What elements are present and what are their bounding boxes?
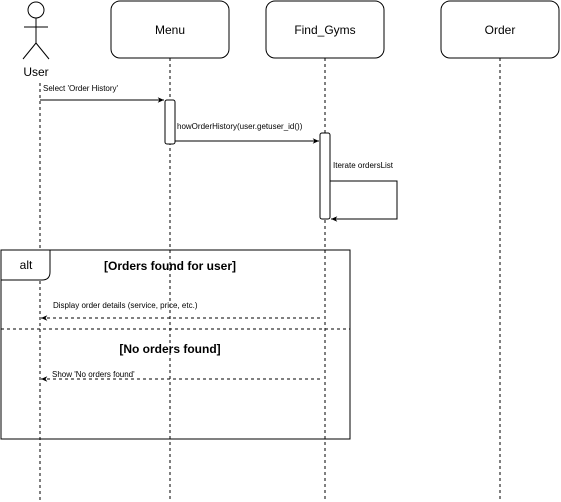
- iterate-orders-label: Iterate ordersList: [333, 161, 394, 170]
- show-order-history-label: howOrderHistory(user.getuser_id()): [177, 122, 303, 131]
- user-actor: User: [22, 1, 50, 79]
- alt-fragment-tab: [0, 249, 51, 281]
- no-orders-label: Show 'No orders found': [52, 370, 135, 379]
- alt-fragment-operator: alt: [20, 258, 33, 272]
- alt-guard-not-found: [No orders found]: [119, 342, 220, 356]
- alt-fragment-frame: [0, 249, 351, 440]
- menu-participant-label: Menu: [155, 23, 185, 37]
- iterate-orders-self-arrow: [330, 180, 398, 222]
- find-gyms-participant-label: Find_Gyms: [294, 23, 355, 37]
- select-order-history-label: Select 'Order History': [43, 84, 119, 93]
- user-label: User: [23, 65, 48, 79]
- actor-left-leg-icon: [22, 42, 37, 60]
- actor-head-icon: [27, 1, 45, 19]
- display-details-label: Display order details (service, price, e…: [53, 301, 198, 310]
- order-participant-label: Order: [485, 23, 516, 37]
- alt-guard-found: [Orders found for user]: [104, 259, 236, 273]
- menu-activation-bar: [164, 99, 176, 145]
- find-gyms-activation-bar: [319, 132, 331, 220]
- actor-right-leg-icon: [35, 42, 50, 60]
